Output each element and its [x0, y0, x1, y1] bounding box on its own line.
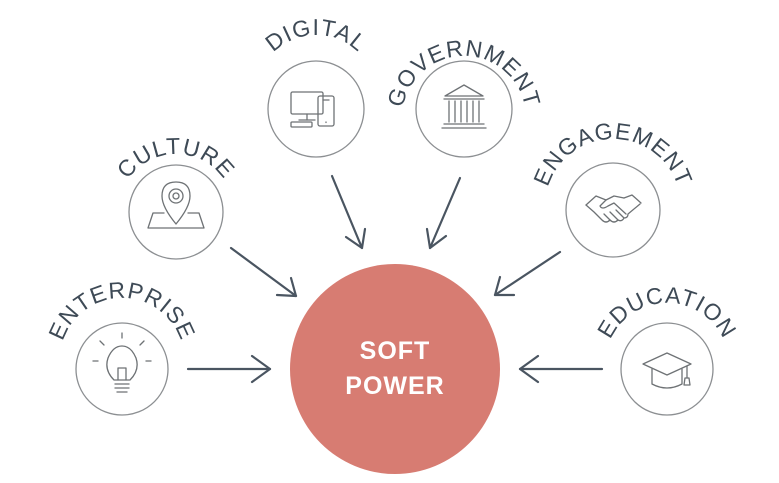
- handshake-icon: [585, 194, 642, 223]
- desktop-devices-icon: [290, 91, 335, 128]
- arrows: [186, 174, 604, 384]
- arrow-engagement: [493, 250, 562, 297]
- graduation-cap-icon: [642, 352, 692, 389]
- node-enterprise: ENTERPRISE: [43, 277, 200, 416]
- node-circle-culture: [128, 164, 224, 260]
- lightbulb-icon: [92, 332, 152, 393]
- svg-text:DIGITAL: DIGITAL: [260, 14, 372, 57]
- center-title-line1: SOFT: [360, 337, 431, 365]
- map-pin-icon: [147, 181, 205, 229]
- arrow-education: [518, 354, 604, 384]
- node-culture: CULTURE: [112, 133, 239, 260]
- center-circle: [290, 264, 500, 474]
- node-engagement: ENGAGEMENT: [528, 118, 697, 258]
- center-title-line2: POWER: [345, 372, 444, 400]
- node-education: EDUCATION: [592, 282, 741, 416]
- node-digital: DIGITAL: [260, 14, 372, 158]
- node-circle-education: [620, 322, 714, 416]
- node-government: GOVERNMENT: [382, 35, 545, 158]
- government-building-icon: [441, 84, 487, 129]
- center-node: SOFT POWER: [290, 264, 500, 474]
- node-circle-engagement: [565, 162, 661, 258]
- arrow-culture: [229, 246, 298, 298]
- arrow-government: [425, 176, 462, 250]
- arrow-enterprise: [186, 354, 272, 384]
- node-circle-enterprise: [75, 322, 169, 416]
- node-label-digital: DIGITAL: [260, 14, 371, 57]
- arrow-digital: [330, 174, 367, 250]
- node-circle-government: [415, 60, 513, 158]
- node-circle-digital: [267, 60, 365, 158]
